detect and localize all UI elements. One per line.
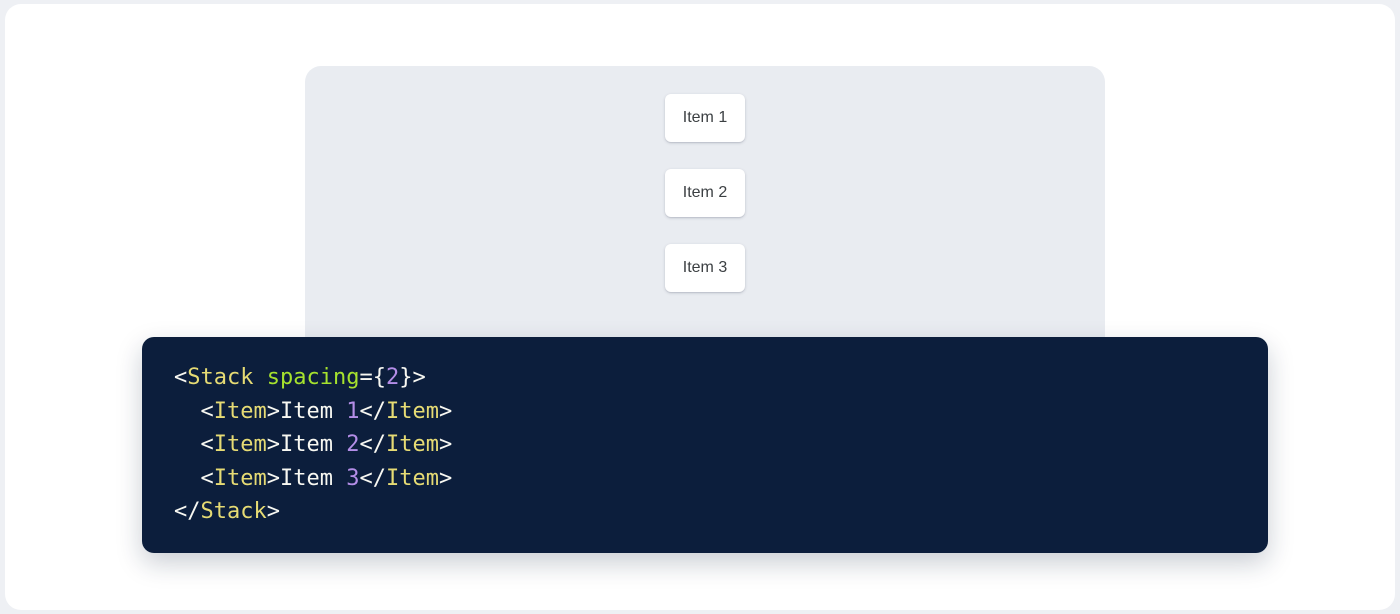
code-token-tag: Stack [187,365,254,390]
code-token-tag: Item [385,432,439,458]
stack-container: Item 1 Item 2 Item 3 [305,66,1105,292]
code-snippet-block[interactable]: <Stack spacing={2}> <Item>Item 1</Item> … [142,337,1268,553]
code-token-num: 2 [385,365,400,390]
stack-item[interactable]: Item 2 [665,169,745,217]
code-token-punct: ={ [359,365,386,390]
code-token-punct: }> [399,365,426,390]
component-preview-panel: Item 1 Item 2 Item 3 [305,66,1105,366]
code-token-text: Item [279,398,347,424]
code-line: <Item>Item 2</Item> [174,428,1236,462]
stack-item-label: Item 2 [682,184,728,201]
code-snippet-text: <Stack spacing={2}> <Item>Item 1</Item> … [174,361,1236,529]
code-line: <Item>Item 1</Item> [174,395,1236,429]
code-line: <Item>Item 3</Item> [174,462,1236,496]
code-token-punct: </ [359,465,386,491]
code-token-punct: </ [359,432,386,458]
code-token-num: 3 [346,465,360,491]
code-token-punct: </ [174,499,201,525]
code-token-tag: Stack [200,499,267,525]
code-token-punct: > [266,432,280,458]
code-token-tag: Item [385,465,439,491]
stack-item-label: Item 1 [682,109,728,126]
code-token-tag: Item [213,465,267,491]
code-line: </Stack> [174,495,1236,529]
code-token-punct: < [174,365,188,390]
code-token-punct: > [266,465,280,491]
stack-item-label: Item 3 [682,259,728,276]
code-token-punct: < [200,465,214,491]
code-token-num: 2 [346,432,360,458]
code-token-punct: </ [359,398,386,424]
code-token-punct: > [266,499,280,525]
code-token-punct: > [438,465,453,491]
code-token-punct: < [200,398,214,424]
code-token-tag: Item [213,398,267,424]
code-token-punct: > [438,398,453,424]
stack-item[interactable]: Item 3 [665,244,745,292]
code-token-punct: > [438,432,453,458]
code-token-num: 1 [346,398,360,424]
code-token-tag: Item [385,398,439,424]
code-token-attr: spacing [266,365,360,390]
code-token-text: Item [279,432,347,458]
code-token-text [253,365,266,390]
code-line: <Stack spacing={2}> [174,361,1236,395]
code-token-tag: Item [213,432,267,458]
code-token-text: Item [279,465,347,491]
code-token-punct: > [266,398,280,424]
stack-item[interactable]: Item 1 [665,94,745,142]
code-token-punct: < [200,432,214,458]
